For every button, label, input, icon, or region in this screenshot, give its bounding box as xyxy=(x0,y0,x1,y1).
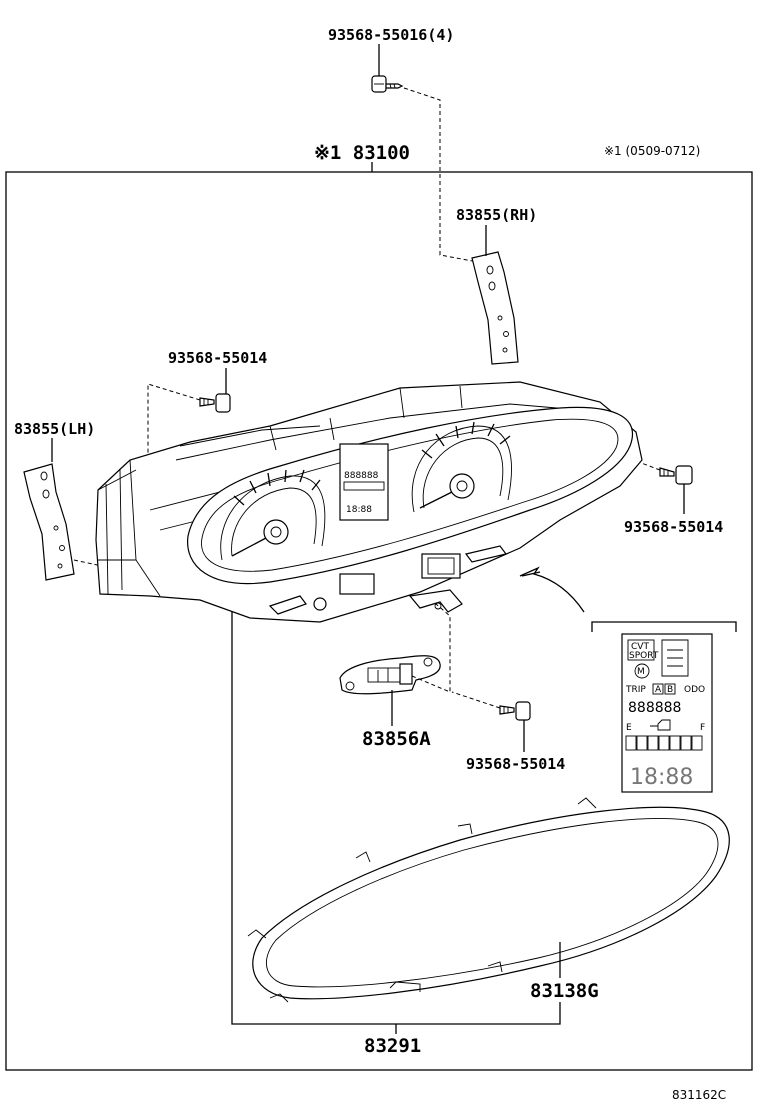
lcd-odo-digits: 888888 xyxy=(628,700,681,716)
label-screw-bottom: 93568-55014 xyxy=(466,755,565,773)
view-arrow xyxy=(519,566,585,613)
lcd-mode-text: M xyxy=(637,667,645,677)
label-screw-right: 93568-55014 xyxy=(624,518,723,536)
bracket-lh xyxy=(23,463,75,581)
bracket-rh xyxy=(471,251,519,365)
glass-part xyxy=(247,797,730,1003)
label-diagram-code: 831162C xyxy=(672,1088,726,1102)
label-assembly: ※1 83100 xyxy=(314,142,410,164)
label-lens-group: 83291 xyxy=(364,1035,421,1057)
lcd-odo-label: ODO xyxy=(684,685,705,695)
cluster-body: 888888 18:88 xyxy=(95,381,643,623)
fuel-pump-icon xyxy=(650,719,671,731)
screw-top xyxy=(371,75,404,93)
lcd-fuel-full: F xyxy=(700,723,705,733)
screw-bottom-dashed xyxy=(451,691,501,709)
lcd-inset-frame xyxy=(591,621,737,632)
screw-right xyxy=(659,465,693,485)
screw-bottom xyxy=(499,701,531,721)
lcd-clock: 18:88 xyxy=(630,765,693,790)
assembly-frame xyxy=(5,171,753,1071)
screw-left xyxy=(199,393,231,413)
lcd-inset: CVT SPORT M TRIP A B ODO 888888 E F 18:8… xyxy=(621,633,713,793)
label-connector: 83856A xyxy=(362,728,431,750)
connector-part xyxy=(339,655,441,695)
lcd-trip-b-text: B xyxy=(667,685,673,695)
label-glass: 83138G xyxy=(530,980,599,1002)
label-bracket-rh: 83855(RH) xyxy=(456,206,537,224)
screw-top-dashed xyxy=(403,87,479,263)
label-applicability: ※1 (0509-0712) xyxy=(604,144,700,158)
cluster-clock-text: 18:88 xyxy=(346,505,372,515)
label-bracket-lh: 83855(LH) xyxy=(14,420,95,438)
lcd-trip-a-text: A xyxy=(655,685,662,695)
label-screw-top: 93568-55016(4) xyxy=(328,26,454,44)
lcd-trip-text: TRIP xyxy=(625,685,646,695)
lcd-fuel-empty: E xyxy=(626,723,632,733)
cluster-odo-text: 888888 xyxy=(344,471,379,481)
label-screw-left: 93568-55014 xyxy=(168,349,267,367)
lcd-cvt-text: CVT xyxy=(631,642,649,652)
lcd-sport-text: SPORT xyxy=(629,651,659,661)
connector-dashed xyxy=(411,603,451,693)
